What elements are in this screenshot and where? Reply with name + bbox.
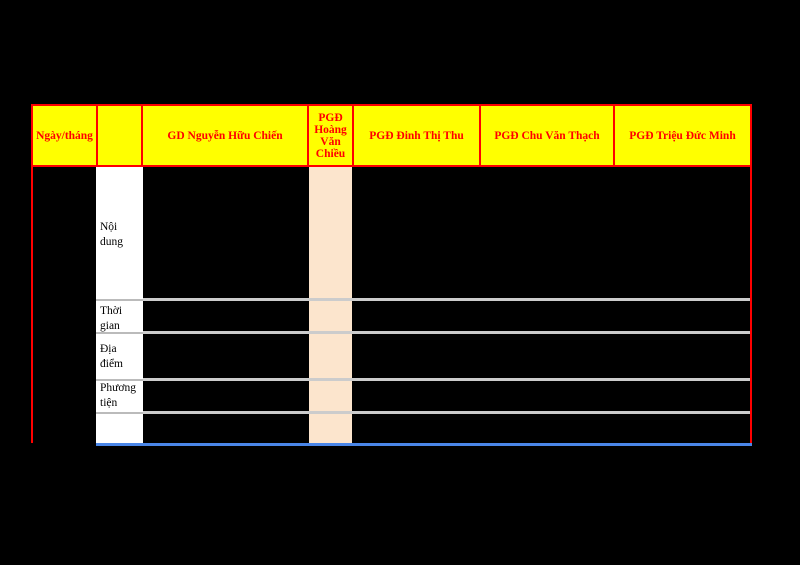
header-pgd-chu: PGĐ Chu Văn Thạch [479,104,615,167]
label-separator [96,412,143,414]
header-pgd-trieu: PGĐ Triệu Đức Minh [613,104,752,167]
label-separator [96,299,143,301]
row-label-phuong-tien: Phương tiện [100,382,136,409]
row-separator [143,331,750,334]
table-bottom-border [96,443,752,446]
header-pgd-dinh: PGĐ Đinh Thị Thu [352,104,481,167]
header-blank [96,104,143,167]
table-right-border [750,165,752,443]
table-left-border [31,165,33,443]
row-label-dia-diem: Địa điểm [100,343,123,370]
pgd-hoang-column [309,167,352,443]
row-label-column: Nội dung Thời gian Địa điểm Phương tiện [96,167,143,443]
row-label-noi-dung: Nội dung [100,221,123,248]
row-label-thoi-gian: Thời gian [100,305,123,332]
row-separator [143,411,750,414]
row-separator [143,378,750,381]
header-gd: GD Nguyễn Hữu Chiến [141,104,309,167]
row-separator [143,298,750,301]
label-separator [96,332,143,334]
header-date: Ngày/tháng [31,104,98,167]
header-pgd-hoang: PGĐ Hoàng Văn Chiều [307,104,354,167]
label-separator [96,379,143,381]
